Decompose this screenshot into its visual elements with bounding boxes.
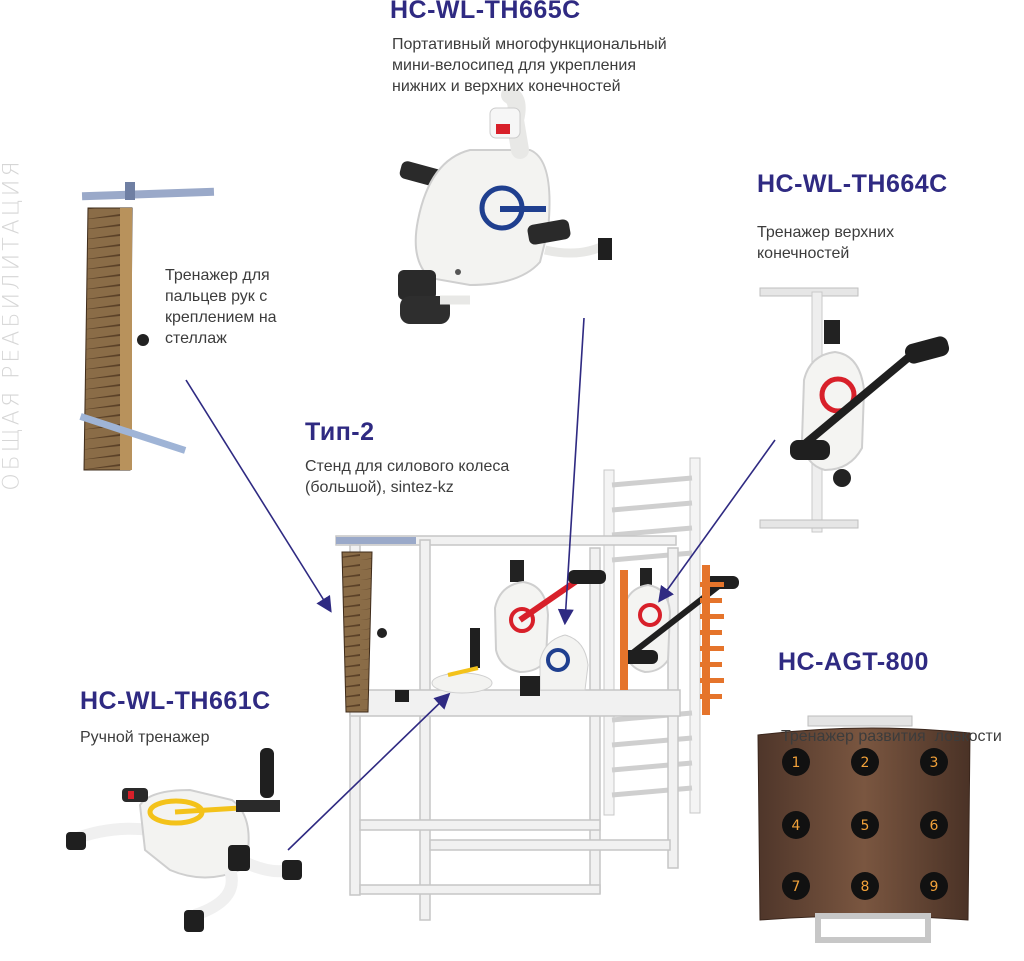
th664c-description-line: Тренажер верхних (757, 224, 895, 241)
th665c-description: Портативный многофункциональный мини-вел… (392, 34, 667, 97)
finger-description-line: креплением на (165, 309, 277, 326)
button-6-label: 6 (930, 818, 939, 834)
button-7-label: 7 (792, 879, 801, 895)
hand-trainer-image (66, 748, 302, 932)
th661c-description-line: Ручной тренажер (80, 729, 210, 746)
type2-description-line: (большой), sintez-kz (305, 479, 454, 496)
button-4-label: 4 (792, 818, 801, 834)
mini-bike-image (398, 86, 612, 324)
agt800-description-line: Тренажер развития ловкости (781, 728, 1002, 745)
button-9: 9 (920, 872, 948, 900)
button-5-label: 5 (861, 818, 870, 834)
type2-model-title: Тип-2 (305, 418, 375, 446)
button-1-label: 1 (792, 755, 801, 771)
finger-trainer-description: Тренажер для пальцев рук с креплением на… (165, 265, 277, 349)
stand-type2-image (335, 457, 739, 921)
upper-limb-trainer-image (759, 287, 950, 533)
agt800-description: Тренажер развития ловкости (781, 684, 1002, 768)
th665c-description-line: Портативный многофункциональный (392, 36, 667, 53)
button-6: 6 (920, 811, 948, 839)
button-3-label: 3 (930, 755, 939, 771)
button-8: 8 (851, 872, 879, 900)
finger-description-line: пальцев рук с (165, 288, 268, 305)
th665c-description-line: нижних и верхних конечностей (392, 78, 621, 95)
th665c-model-title: HC-WL-TH665C (390, 0, 581, 24)
th664c-description-line: конечностей (757, 245, 850, 262)
finger-trainer-image (79, 182, 215, 471)
button-7: 7 (782, 872, 810, 900)
type2-description: Стенд для силового колеса (большой), sin… (305, 456, 509, 498)
button-3: 3 (920, 748, 948, 776)
agt800-model-title: HC-AGT-800 (778, 648, 929, 676)
th664c-description: Тренажер верхних конечностей (757, 222, 894, 264)
type2-description-line: Стенд для силового колеса (305, 458, 510, 475)
th664c-model-title: HC-WL-TH664C (757, 170, 948, 198)
th665c-description-line: мини-велосипед для укрепления (392, 57, 636, 74)
finger-description-line: Тренажер для (165, 267, 270, 284)
button-5: 5 (851, 811, 879, 839)
pointer-arrows (185, 317, 776, 851)
th661c-model-title: HC-WL-TH661C (80, 687, 271, 715)
button-9-label: 9 (930, 879, 939, 895)
button-8-label: 8 (861, 879, 870, 895)
finger-description-line: стеллаж (165, 330, 227, 347)
button-2: 2 (851, 748, 879, 776)
button-4: 4 (782, 811, 810, 839)
button-1: 1 (782, 748, 810, 776)
button-2-label: 2 (861, 755, 870, 771)
th661c-description: Ручной тренажер (80, 727, 209, 748)
